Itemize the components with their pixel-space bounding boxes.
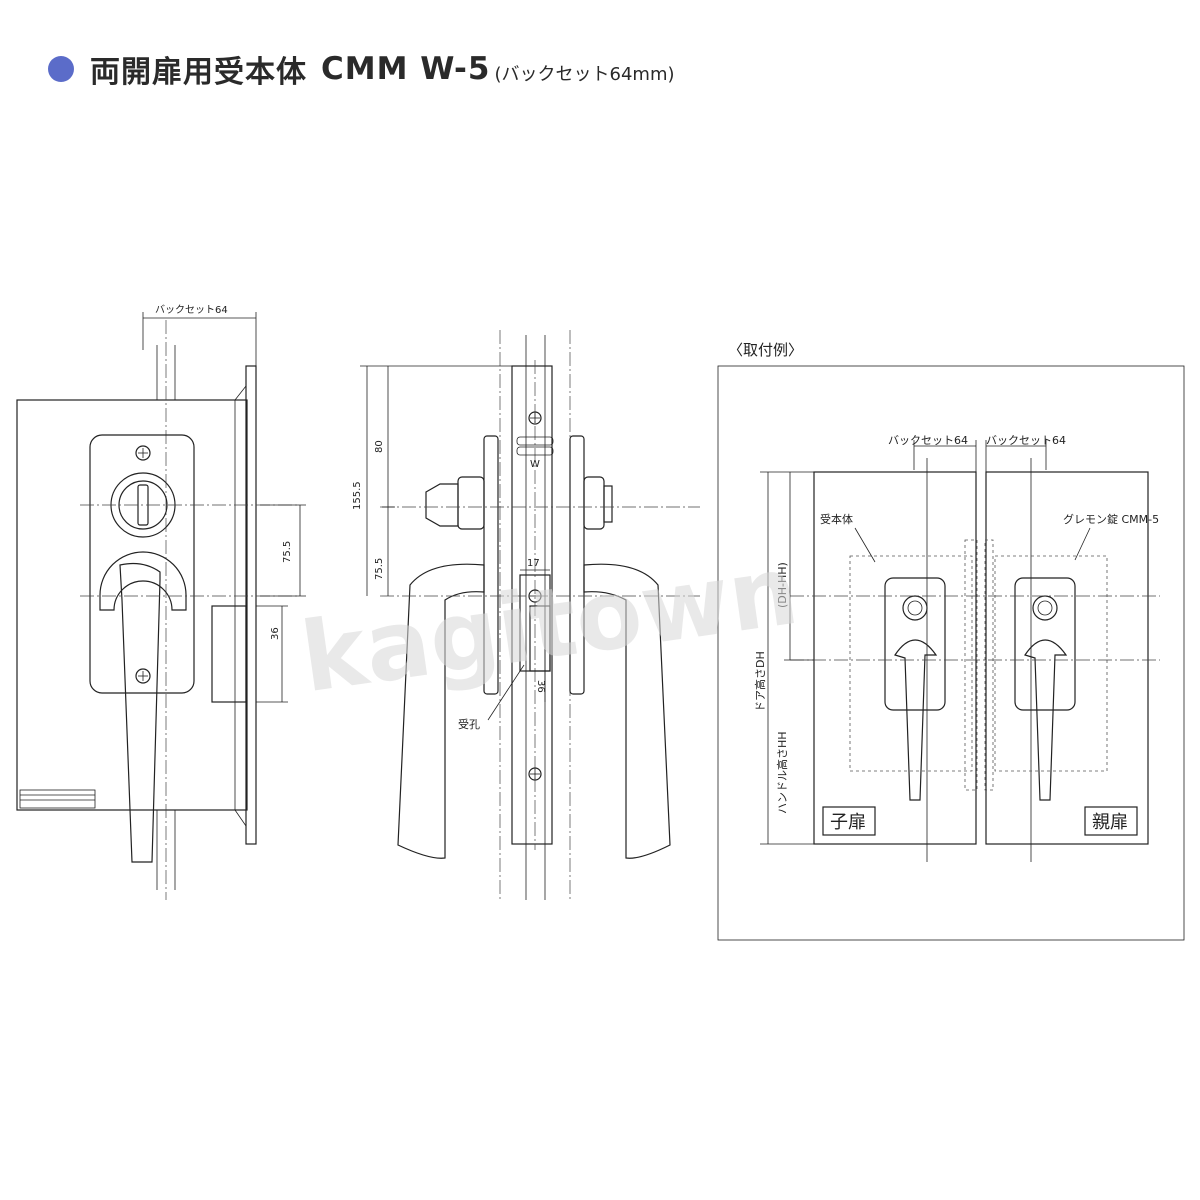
- watermark: kagitown: [295, 534, 805, 714]
- side-dim-36: 36: [535, 680, 546, 693]
- receiver-label: 受本体: [820, 512, 853, 526]
- bullet-icon: [48, 56, 74, 82]
- child-door-label: 子扉: [830, 812, 866, 833]
- side-dim-80: 80: [374, 440, 385, 453]
- side-dim-155-5: 155.5: [352, 481, 363, 510]
- front-backset-label: バックセット64: [155, 304, 228, 316]
- plate-mark: W: [530, 459, 540, 470]
- door-height-label: ドア高さDH: [753, 651, 767, 712]
- front-dim-75-5: 75.5: [282, 541, 293, 563]
- example-heading: 〈取付例〉: [728, 341, 803, 359]
- example-backset-right: バックセット64: [986, 434, 1066, 447]
- installation-example: 〈取付例〉 バックセット64 バックセット64: [717, 341, 1185, 941]
- side-dim-17: 17: [527, 558, 540, 569]
- front-dim-36: 36: [270, 627, 281, 640]
- lock-label: グレモン錠 CMM-5: [1063, 512, 1159, 526]
- front-view: バックセット64 75.5 36: [16, 304, 306, 900]
- dh-hh-label: (DH-HH): [776, 562, 789, 608]
- title-row: 両開扉用受本体 CMM W-5 (バックセット64mm): [48, 44, 675, 94]
- title-subtitle: (バックセット64mm): [494, 64, 675, 85]
- handle-height-label: ハンドル高さHH: [775, 731, 789, 814]
- model-name: CMM W-5: [321, 51, 491, 87]
- example-backset-left: バックセット64: [888, 434, 968, 447]
- side-dim-75-5: 75.5: [374, 558, 385, 580]
- parent-door-label: 親扉: [1092, 812, 1128, 833]
- side-view: W 155.5 80 75.5 17 36 受孔: [352, 330, 700, 900]
- strike-label: 受孔: [458, 718, 480, 731]
- page-title: 両開扉用受本体: [90, 55, 307, 90]
